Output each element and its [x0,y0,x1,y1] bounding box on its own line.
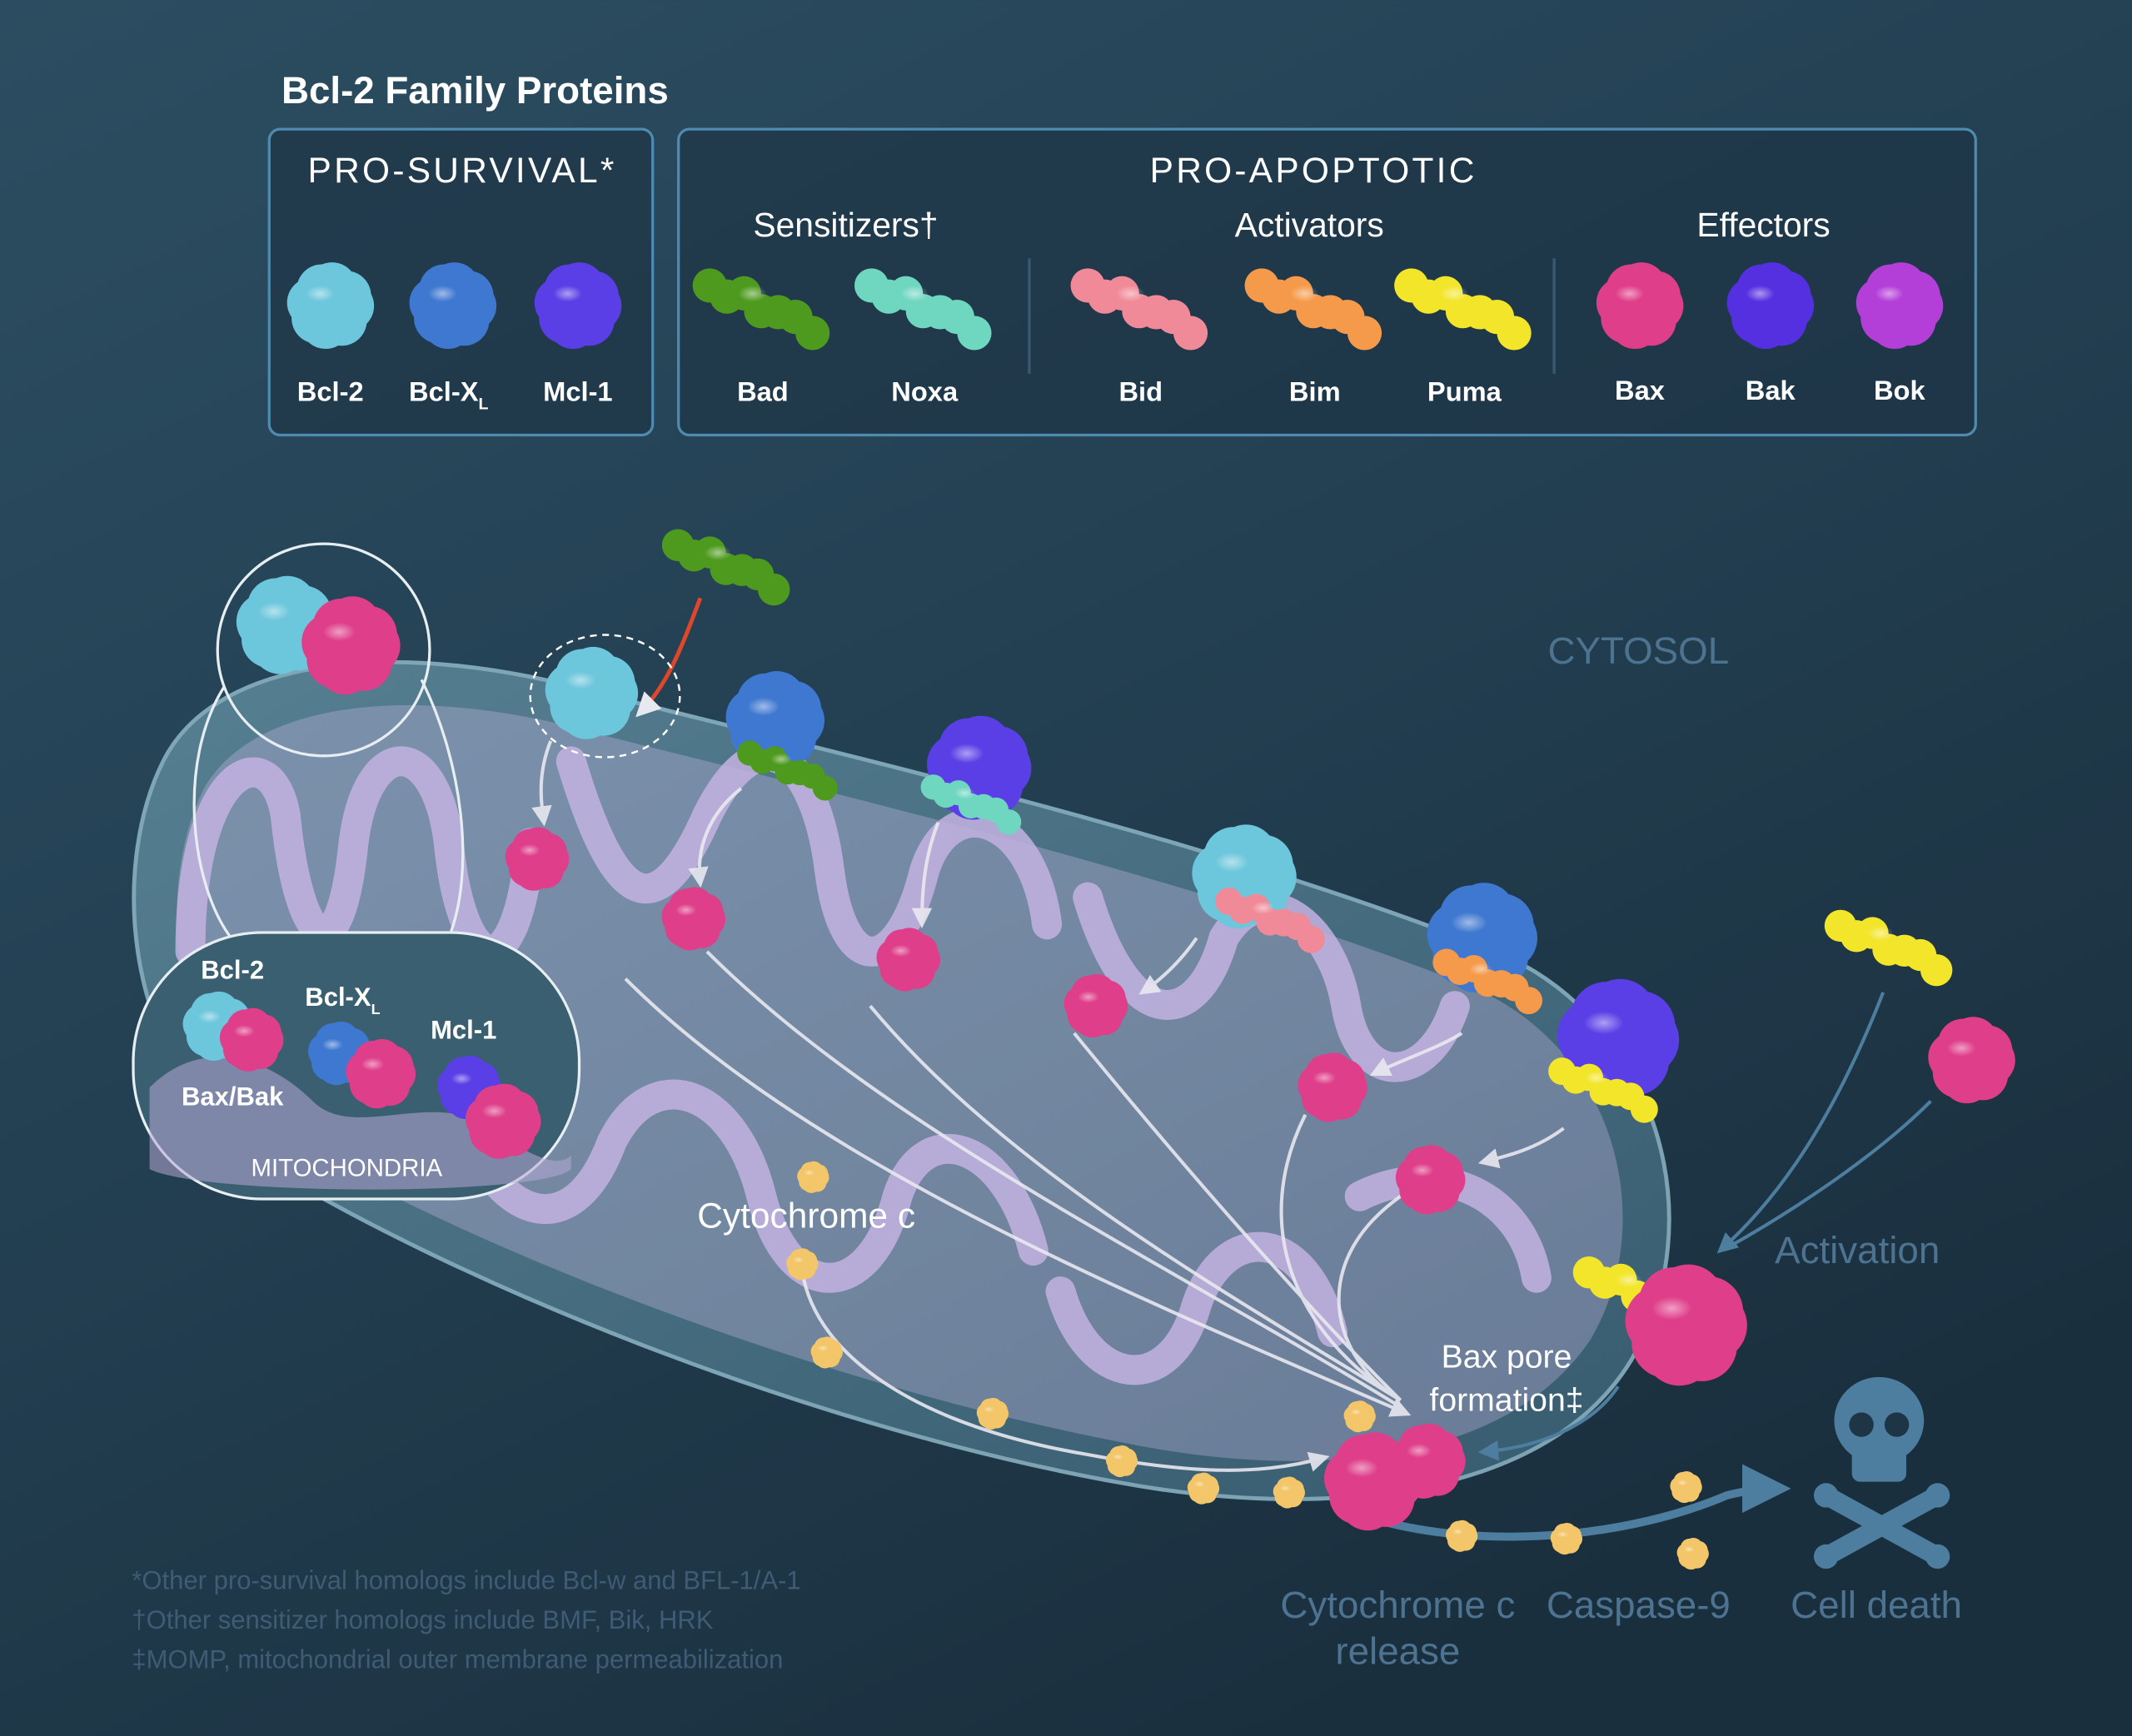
bax-pore-label-line2: formation‡ [1429,1383,1583,1419]
bax-pore-label-line1: Bax pore [1442,1340,1572,1375]
footnote-2: †Other sensitizer homologs include BMF, … [132,1605,713,1634]
bid-protein-icon [1070,268,1208,351]
noxa-protein-icon [854,268,992,351]
cytochrome-c-protein-icon [1446,1520,1478,1552]
noxa-protein-icon [920,774,1022,835]
cytochrome-c-protein-icon [1105,1445,1138,1478]
bad-protein-icon [661,529,790,606]
cytochrome-c-protein-icon [1343,1400,1376,1433]
cytochrome-c-protein-icon [1676,1537,1709,1570]
group-label-sensitizers: Sensitizers† [753,206,938,244]
inset-magnifier: Bcl-2 Bcl-XL Mcl-1 Bax/Bak MITOCHONDRIA [132,542,581,1201]
bax-protein-icon [505,827,570,891]
caspase-9-label: Caspase-9 [1547,1584,1731,1626]
bad-protein-icon [737,740,838,801]
bax-protein-icon [876,928,941,992]
bcl-2-protein-icon [286,262,375,350]
puma-protein-icon [1548,1057,1658,1123]
bax-protein-icon [1064,973,1128,1038]
protein-label-bok: Bok [1874,375,1926,405]
bad-protein-icon [692,268,830,351]
bax-protein-icon [346,1038,416,1109]
bax-protein-icon [1390,1423,1466,1499]
pro-survival-header: PRO-SURVIVAL* [308,151,617,190]
inset-label-bcl2: Bcl-2 [201,956,264,985]
protein-label-bak: Bak [1746,375,1796,405]
bim-protein-icon [1432,948,1543,1015]
pro-survival-panel: PRO-SURVIVAL* Bcl-2 Bcl-XL Mcl-1 [267,127,655,437]
bax-protein-icon [1596,262,1684,350]
protein-label-mcl1: Mcl-1 [543,376,612,407]
protein-label-bax: Bax [1615,375,1665,405]
protein-label-puma: Puma [1427,376,1502,407]
page-title: Bcl-2 Family Proteins [281,69,669,112]
bax-protein-icon [1928,1017,2015,1104]
bax-protein-icon [1395,1145,1466,1215]
footnote-3: ‡MOMP, mitochondrial outer membrane perm… [132,1644,783,1674]
skull-crossbones-icon [1813,1376,1950,1569]
activation-label: Activation [1775,1229,1940,1271]
protein-label-bclxl: Bcl-XL [409,376,488,414]
cytochrome-c-protein-icon [786,1248,819,1281]
mcl-1-protein-icon [1557,978,1680,1101]
footnote-1: *Other pro-survival homologs include Bcl… [132,1566,800,1595]
bid-protein-icon [1215,888,1325,953]
bcl-x-protein-icon [409,262,497,350]
cell-death-label: Cell death [1791,1584,1962,1626]
bcl-2-protein-icon [545,646,639,739]
cytochrome-c-protein-icon [1273,1476,1305,1509]
cytochrome-release-label-line2: release [1335,1629,1460,1672]
cytochrome-c-protein-icon [1187,1472,1220,1505]
bak-protein-icon [1726,262,1815,350]
bax-protein-icon [1625,1264,1747,1386]
pro-apoptotic-panel: PRO-APOPTOTIC Sensitizers† Activators Ef… [677,127,1977,437]
bax-protein-icon [1298,1052,1367,1122]
group-label-effectors: Effectors [1696,206,1830,244]
protein-label-bim: Bim [1289,376,1341,407]
cytochrome-c-protein-icon [1550,1523,1583,1555]
inset-label-mcl1: Mcl-1 [431,1015,496,1044]
inset-label-mitochondria: MITOCHONDRIA [252,1154,443,1181]
bax-protein-icon [301,596,401,695]
cytochrome-c-protein-icon [797,1161,829,1193]
cytosol-label: CYTOSOL [1548,629,1730,672]
inset-label-baxbak: Bax/Bak [182,1082,284,1111]
group-label-activators: Activators [1235,206,1384,244]
cytochrome-c-label: Cytochrome c [697,1196,915,1235]
puma-protein-icon [1394,268,1532,351]
bok-protein-icon [1856,262,1944,350]
bcl-x-protein-icon [725,671,825,769]
inset-label-bclxl: Bcl-XL [305,982,380,1017]
cytochrome-release-label-line1: Cytochrome c [1280,1584,1515,1626]
mcl-1-protein-icon [534,262,622,350]
mitochondrion-illustration [132,529,2015,1570]
bax-protein-icon [465,1083,541,1159]
protein-label-noxa: Noxa [891,376,959,407]
cytochrome-c-protein-icon [976,1397,1009,1430]
protein-label-bcl2: Bcl-2 [297,376,364,407]
cytochrome-c-protein-icon [1670,1470,1702,1504]
bax-protein-icon [661,887,726,951]
pro-apoptotic-header: PRO-APOPTOTIC [1150,151,1477,190]
protein-label-bid: Bid [1118,376,1163,407]
protein-label-bad: Bad [737,376,789,407]
cytochrome-c-protein-icon [810,1336,843,1369]
bax-protein-icon [219,1007,284,1072]
bim-protein-icon [1244,268,1382,351]
puma-protein-icon [1824,909,1953,987]
